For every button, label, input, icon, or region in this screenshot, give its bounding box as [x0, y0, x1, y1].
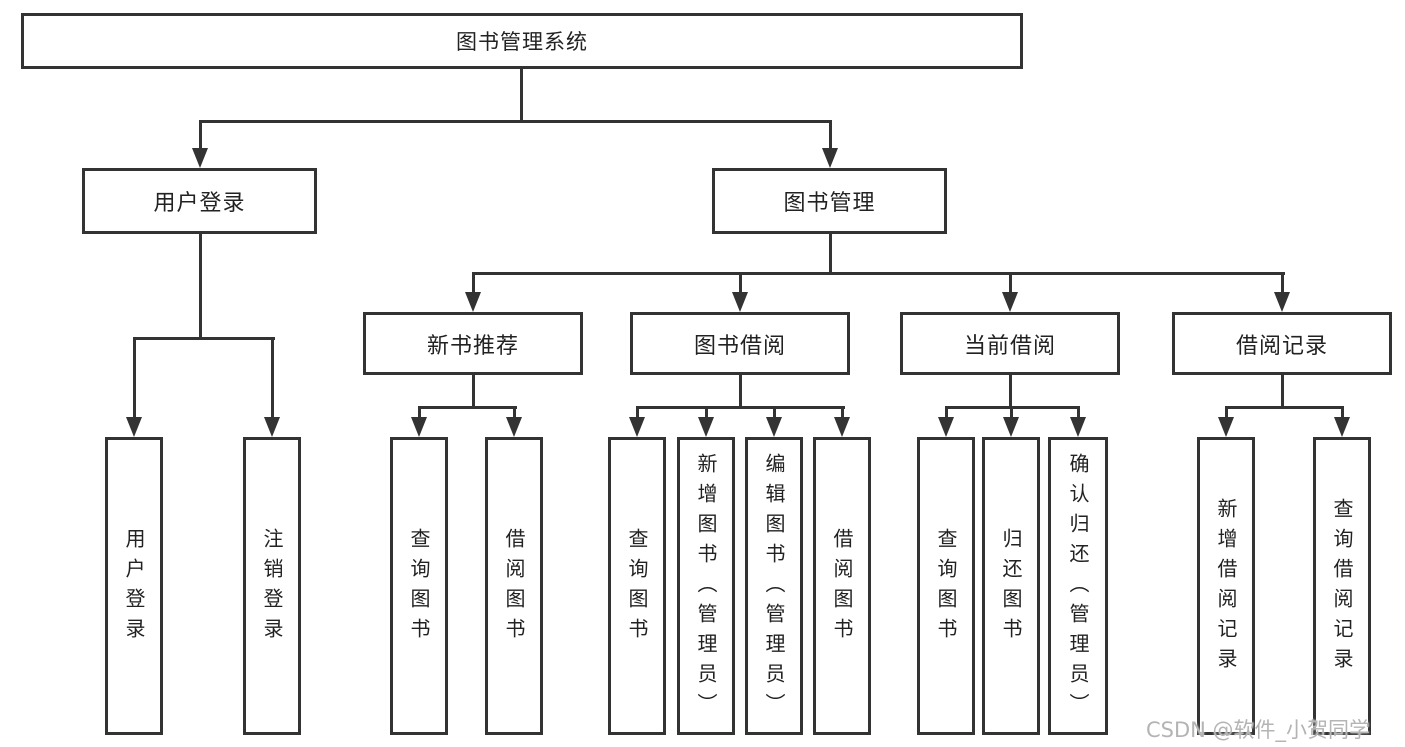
- connector-drop-line: [945, 406, 948, 419]
- connector-drop-line: [1281, 272, 1284, 294]
- arrow-down-icon: [1003, 417, 1019, 437]
- connector-drop-line: [513, 406, 516, 419]
- connector-vline: [472, 375, 475, 409]
- arrow-down-icon: [264, 417, 280, 437]
- arrow-down-icon: [411, 417, 427, 437]
- node-query-borrow-record: 查询借阅记录: [1313, 437, 1371, 735]
- node-borrow-books-borrow: 借阅图书: [813, 437, 871, 735]
- arrow-down-icon: [834, 417, 850, 437]
- connector-drop-line: [773, 406, 776, 419]
- node-return-books: 归还图书: [982, 437, 1040, 735]
- connector-drop-line: [636, 406, 639, 419]
- node-user-login-leaf: 用户登录: [105, 437, 163, 735]
- node-confirm-return-admin: 确认归还（管理员）: [1048, 437, 1108, 735]
- node-book-borrow: 图书借阅: [630, 312, 850, 375]
- node-current-borrow: 当前借阅: [900, 312, 1120, 375]
- connector-drop-line: [705, 406, 708, 419]
- connector-drop-line: [271, 337, 274, 419]
- connector-drop-line: [1225, 406, 1228, 419]
- arrow-down-icon: [732, 292, 748, 312]
- connector-drop-line: [1009, 272, 1012, 294]
- arrow-down-icon: [938, 417, 954, 437]
- arrow-down-icon: [1218, 417, 1234, 437]
- node-borrow-books-recommend: 借阅图书: [485, 437, 543, 735]
- node-add-book-admin: 新增图书（管理员）: [677, 437, 735, 735]
- node-query-books-recommend: 查询图书: [390, 437, 448, 735]
- arrow-down-icon: [465, 292, 481, 312]
- connector-vline: [520, 69, 523, 123]
- arrow-down-icon: [1002, 292, 1018, 312]
- node-new-book-recommend: 新书推荐: [363, 312, 583, 375]
- connector-drop-line: [133, 337, 136, 419]
- node-logout: 注销登录: [243, 437, 301, 735]
- arrow-down-icon: [822, 148, 838, 168]
- arrow-down-icon: [126, 417, 142, 437]
- node-query-books-current: 查询图书: [917, 437, 975, 735]
- connector-drop-line: [829, 120, 832, 152]
- arrow-down-icon: [192, 148, 208, 168]
- connector-hline: [1225, 406, 1344, 409]
- connector-vline: [739, 375, 742, 409]
- connector-hline: [636, 406, 845, 409]
- connector-vline: [1009, 375, 1012, 409]
- connector-vline: [199, 234, 202, 340]
- connector-hline: [472, 272, 1285, 275]
- arrow-down-icon: [766, 417, 782, 437]
- node-user-login: 用户登录: [82, 168, 317, 234]
- watermark: CSDN @软件_小贺同学: [1146, 718, 1371, 742]
- connector-hline: [199, 120, 832, 123]
- connector-drop-line: [1077, 406, 1080, 419]
- connector-drop-line: [472, 272, 475, 294]
- arrow-down-icon: [629, 417, 645, 437]
- node-add-borrow-record: 新增借阅记录: [1197, 437, 1255, 735]
- connector-drop-line: [199, 120, 202, 152]
- arrow-down-icon: [1334, 417, 1350, 437]
- connector-vline: [829, 234, 832, 275]
- node-query-books-borrow: 查询图书: [608, 437, 666, 735]
- connector-hline: [133, 337, 275, 340]
- arrow-down-icon: [1274, 292, 1290, 312]
- connector-drop-line: [739, 272, 742, 294]
- connector-hline: [418, 406, 517, 409]
- connector-vline: [1281, 375, 1284, 409]
- arrow-down-icon: [506, 417, 522, 437]
- connector-drop-line: [1010, 406, 1013, 419]
- node-library-management-system: 图书管理系统: [21, 13, 1023, 69]
- arrow-down-icon: [698, 417, 714, 437]
- node-borrow-records: 借阅记录: [1172, 312, 1392, 375]
- connector-drop-line: [841, 406, 844, 419]
- connector-drop-line: [1341, 406, 1344, 419]
- node-edit-book-admin: 编辑图书（管理员）: [745, 437, 803, 735]
- node-book-management: 图书管理: [712, 168, 947, 234]
- arrow-down-icon: [1070, 417, 1086, 437]
- connector-drop-line: [418, 406, 421, 419]
